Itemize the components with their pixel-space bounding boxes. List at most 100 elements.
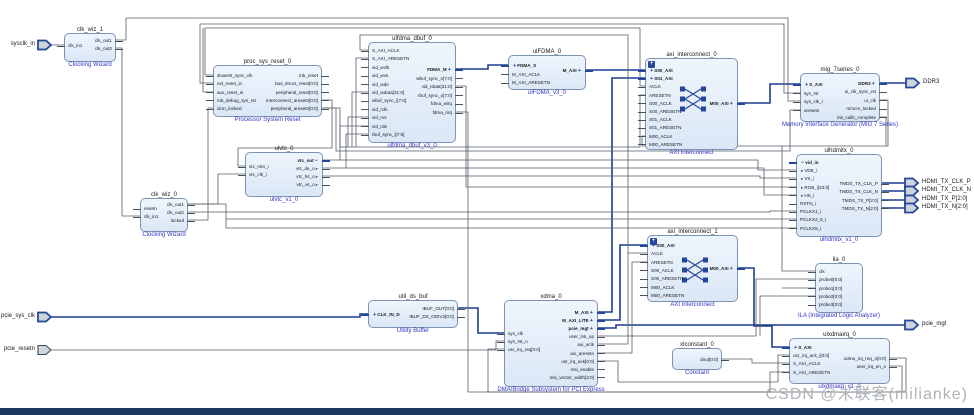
pin-rbuf_sync_o_7_0[interactable]: rbuf_sync_o[7:0] xyxy=(418,93,463,99)
pin-TMDS_TX_P_2_0[interactable]: TMDS_TX_P[2:0] xyxy=(842,198,889,204)
pin-vid_wvs[interactable]: vid_wvs xyxy=(361,73,388,79)
pin-vid_rdata_31_0[interactable]: vid_rdata[31:0] xyxy=(422,84,463,90)
port-HDMI_TX_CLK_N-icon[interactable] xyxy=(904,185,920,197)
wire-axi1_m00[interactable] xyxy=(738,267,789,348)
pin-DDR3[interactable]: DDR3+ xyxy=(858,81,887,87)
pin-clk[interactable]: clk xyxy=(808,269,825,275)
pin-wbuf_sync_o_7_0[interactable]: wbuf_sync_o[7:0] xyxy=(416,76,463,82)
pin-vid_wdata_31_0[interactable]: vid_wdata[31:0] xyxy=(361,90,404,96)
pin-M00_ACLK[interactable]: M00_ACLK xyxy=(638,134,673,140)
wire-pcie_sys_clk[interactable] xyxy=(51,313,368,318)
pin-M_AXI_ARESETN[interactable]: M_AXI_ARESETN xyxy=(501,80,550,86)
wire-ibuf_out[interactable] xyxy=(458,307,504,334)
wire-locked_dcm[interactable] xyxy=(188,107,213,221)
pin-M00_AXI[interactable]: M00_AXI+ xyxy=(710,101,745,107)
wire-proc_clk[interactable] xyxy=(204,27,645,87)
expand-icon[interactable]: + xyxy=(513,63,517,69)
wire-axi_aclk_up[interactable] xyxy=(359,34,629,345)
wire-pcie_rstn[interactable] xyxy=(51,340,504,351)
pin-msi_enable[interactable]: msi_enable xyxy=(571,367,605,373)
wire-rclk[interactable] xyxy=(347,116,368,147)
port-sysclk_in-icon[interactable] xyxy=(37,39,53,51)
pin-aux_reset_in[interactable]: aux_reset_in xyxy=(206,90,243,96)
pin-fdma_rirq[interactable]: fdma_rirq xyxy=(433,110,463,116)
expand-icon[interactable]: + xyxy=(577,68,581,74)
expand-icon[interactable]: + xyxy=(589,318,593,325)
port-pcie_resetn-icon[interactable] xyxy=(37,344,52,356)
pin-vid_wclk[interactable]: vid_wclk xyxy=(361,65,389,71)
pin-TMDS_TX_CLK_P[interactable]: TMDS_TX_CLK_P xyxy=(839,181,889,187)
pin-M00_ARESETN[interactable]: M00_ARESETN xyxy=(640,293,684,299)
pin-xdma_irq_req_o_0_0[interactable]: xdma_irq_req_o[0:0] xyxy=(844,356,897,362)
wire-aresetn_band[interactable] xyxy=(322,94,645,148)
wire-vtc_clk[interactable] xyxy=(188,173,245,205)
pin-axi_aresetn[interactable]: axi_aresetn xyxy=(570,351,605,357)
pin-S_AXI_ACLK[interactable]: S_AXI_ACLK xyxy=(361,48,400,54)
pin-HS_i[interactable]: ▸HS_i xyxy=(789,193,814,199)
pin-pcie_mgt[interactable]: pcie_mgt+ xyxy=(569,326,605,332)
pin-clk_out2[interactable]: clk_out2 xyxy=(167,210,195,216)
wire-clk200_mig[interactable] xyxy=(116,17,800,102)
wire-vtc_hs_br[interactable] xyxy=(345,133,368,168)
wire-vtc_de_br[interactable] xyxy=(339,125,368,160)
pin-M_AXI[interactable]: M_AXI+ xyxy=(575,310,605,316)
wire-irq_en[interactable] xyxy=(890,365,903,392)
pin-S_AXI_ARESETN[interactable]: S_AXI_ARESETN xyxy=(782,370,830,376)
pin-axi_aclk[interactable]: axi_aclk xyxy=(577,342,605,348)
pin-dout_0_0[interactable]: dout[0:0] xyxy=(700,357,729,363)
pin-S01_ARESETN[interactable]: S01_ARESETN xyxy=(638,125,681,131)
expand-icon[interactable]: + xyxy=(729,101,733,107)
wire-vtc_vs[interactable] xyxy=(323,175,796,179)
pin-vtc_de_o[interactable]: vtc_de_o▸ xyxy=(296,166,330,172)
pin-M00_ARESETN[interactable]: M00_ARESETN xyxy=(638,142,682,148)
pin-resetn[interactable]: resetn xyxy=(133,206,157,212)
wire-xdma_maxilite[interactable] xyxy=(598,244,647,321)
port-pcie_sys_clk-icon[interactable] xyxy=(37,311,53,323)
pin-probe0_0_0[interactable]: probe0[0:0] xyxy=(808,277,842,283)
pin-init_calib_complete[interactable]: init_calib_complete xyxy=(837,115,887,121)
wire-xdma_maxi[interactable] xyxy=(598,77,645,313)
wire-axi_aresetn_i1[interactable] xyxy=(598,261,647,354)
wire-ila_clk[interactable] xyxy=(781,146,815,272)
wire-vtc_de[interactable] xyxy=(323,159,796,171)
pin-ARESETN[interactable]: ARESETN xyxy=(638,93,671,99)
expand-icon[interactable]: + xyxy=(794,345,798,351)
pin-interconnect_aresetn_0_0[interactable]: interconnect_aresetn[0:0] xyxy=(266,98,329,104)
pin-S_AXI_ACLK[interactable]: S_AXI_ACLK xyxy=(782,361,821,367)
pin-sys_rst[interactable]: sys_rst xyxy=(793,91,819,97)
pin-M00_AXI[interactable]: M00_AXI+ xyxy=(710,266,745,272)
expand-icon[interactable]: + xyxy=(729,266,733,272)
pin-dcm_locked[interactable]: dcm_locked xyxy=(206,106,242,112)
pin-S00_AXI[interactable]: +S00_AXI xyxy=(638,68,673,74)
pin-M_AXI[interactable]: M_AXI+ xyxy=(563,68,593,74)
pin-vtc_clk_i[interactable]: vtc_clk_i xyxy=(238,172,267,178)
pin-S00_ACLK[interactable]: S00_ACLK xyxy=(638,101,672,107)
expand-icon[interactable]: + xyxy=(650,68,654,74)
expand-icon[interactable]: + xyxy=(805,82,809,88)
pin-bus_struct_reset_0_0[interactable]: bus_struct_reset[0:0] xyxy=(275,81,329,87)
pin-wbuf_sync_i_7_0[interactable]: wbuf_sync_i[7:0] xyxy=(361,98,406,104)
wire-lnk_up_probe[interactable] xyxy=(598,278,815,337)
pin-peripheral_reset_0_0[interactable]: peripheral_reset[0:0] xyxy=(276,90,329,96)
pin-PCLKX2_5_i[interactable]: PCLKX2_5_i xyxy=(789,217,826,223)
pin-user_irq_en_o[interactable]: user_irq_en_o xyxy=(857,364,897,370)
pin-rbuf_sync_i_7_0[interactable]: rbuf_sync_i[7:0] xyxy=(361,132,404,138)
pin-M_AXI_ACLK[interactable]: M_AXI_ACLK xyxy=(501,72,540,78)
wire-proc_ext_rst[interactable] xyxy=(199,23,800,94)
wire-aresetn_mig[interactable] xyxy=(322,107,800,152)
wire-irq_ack[interactable] xyxy=(598,354,789,383)
pin-usr_irq_ack_i_0_0[interactable]: usr_irq_ack_i[0:0] xyxy=(782,353,829,359)
wire-vtc_hs[interactable] xyxy=(323,167,796,196)
pin-vtc_rstn_i[interactable]: vtc_rstn_i xyxy=(238,164,269,170)
pin-vtc_hs_o[interactable]: vtc_hs_o▸ xyxy=(296,174,330,180)
pin-vid_in[interactable]: −vid_in xyxy=(789,160,819,166)
pin-S01_ACLK[interactable]: S01_ACLK xyxy=(638,117,672,123)
pin-probe2_0_0[interactable]: probe2[0:0] xyxy=(808,294,842,300)
